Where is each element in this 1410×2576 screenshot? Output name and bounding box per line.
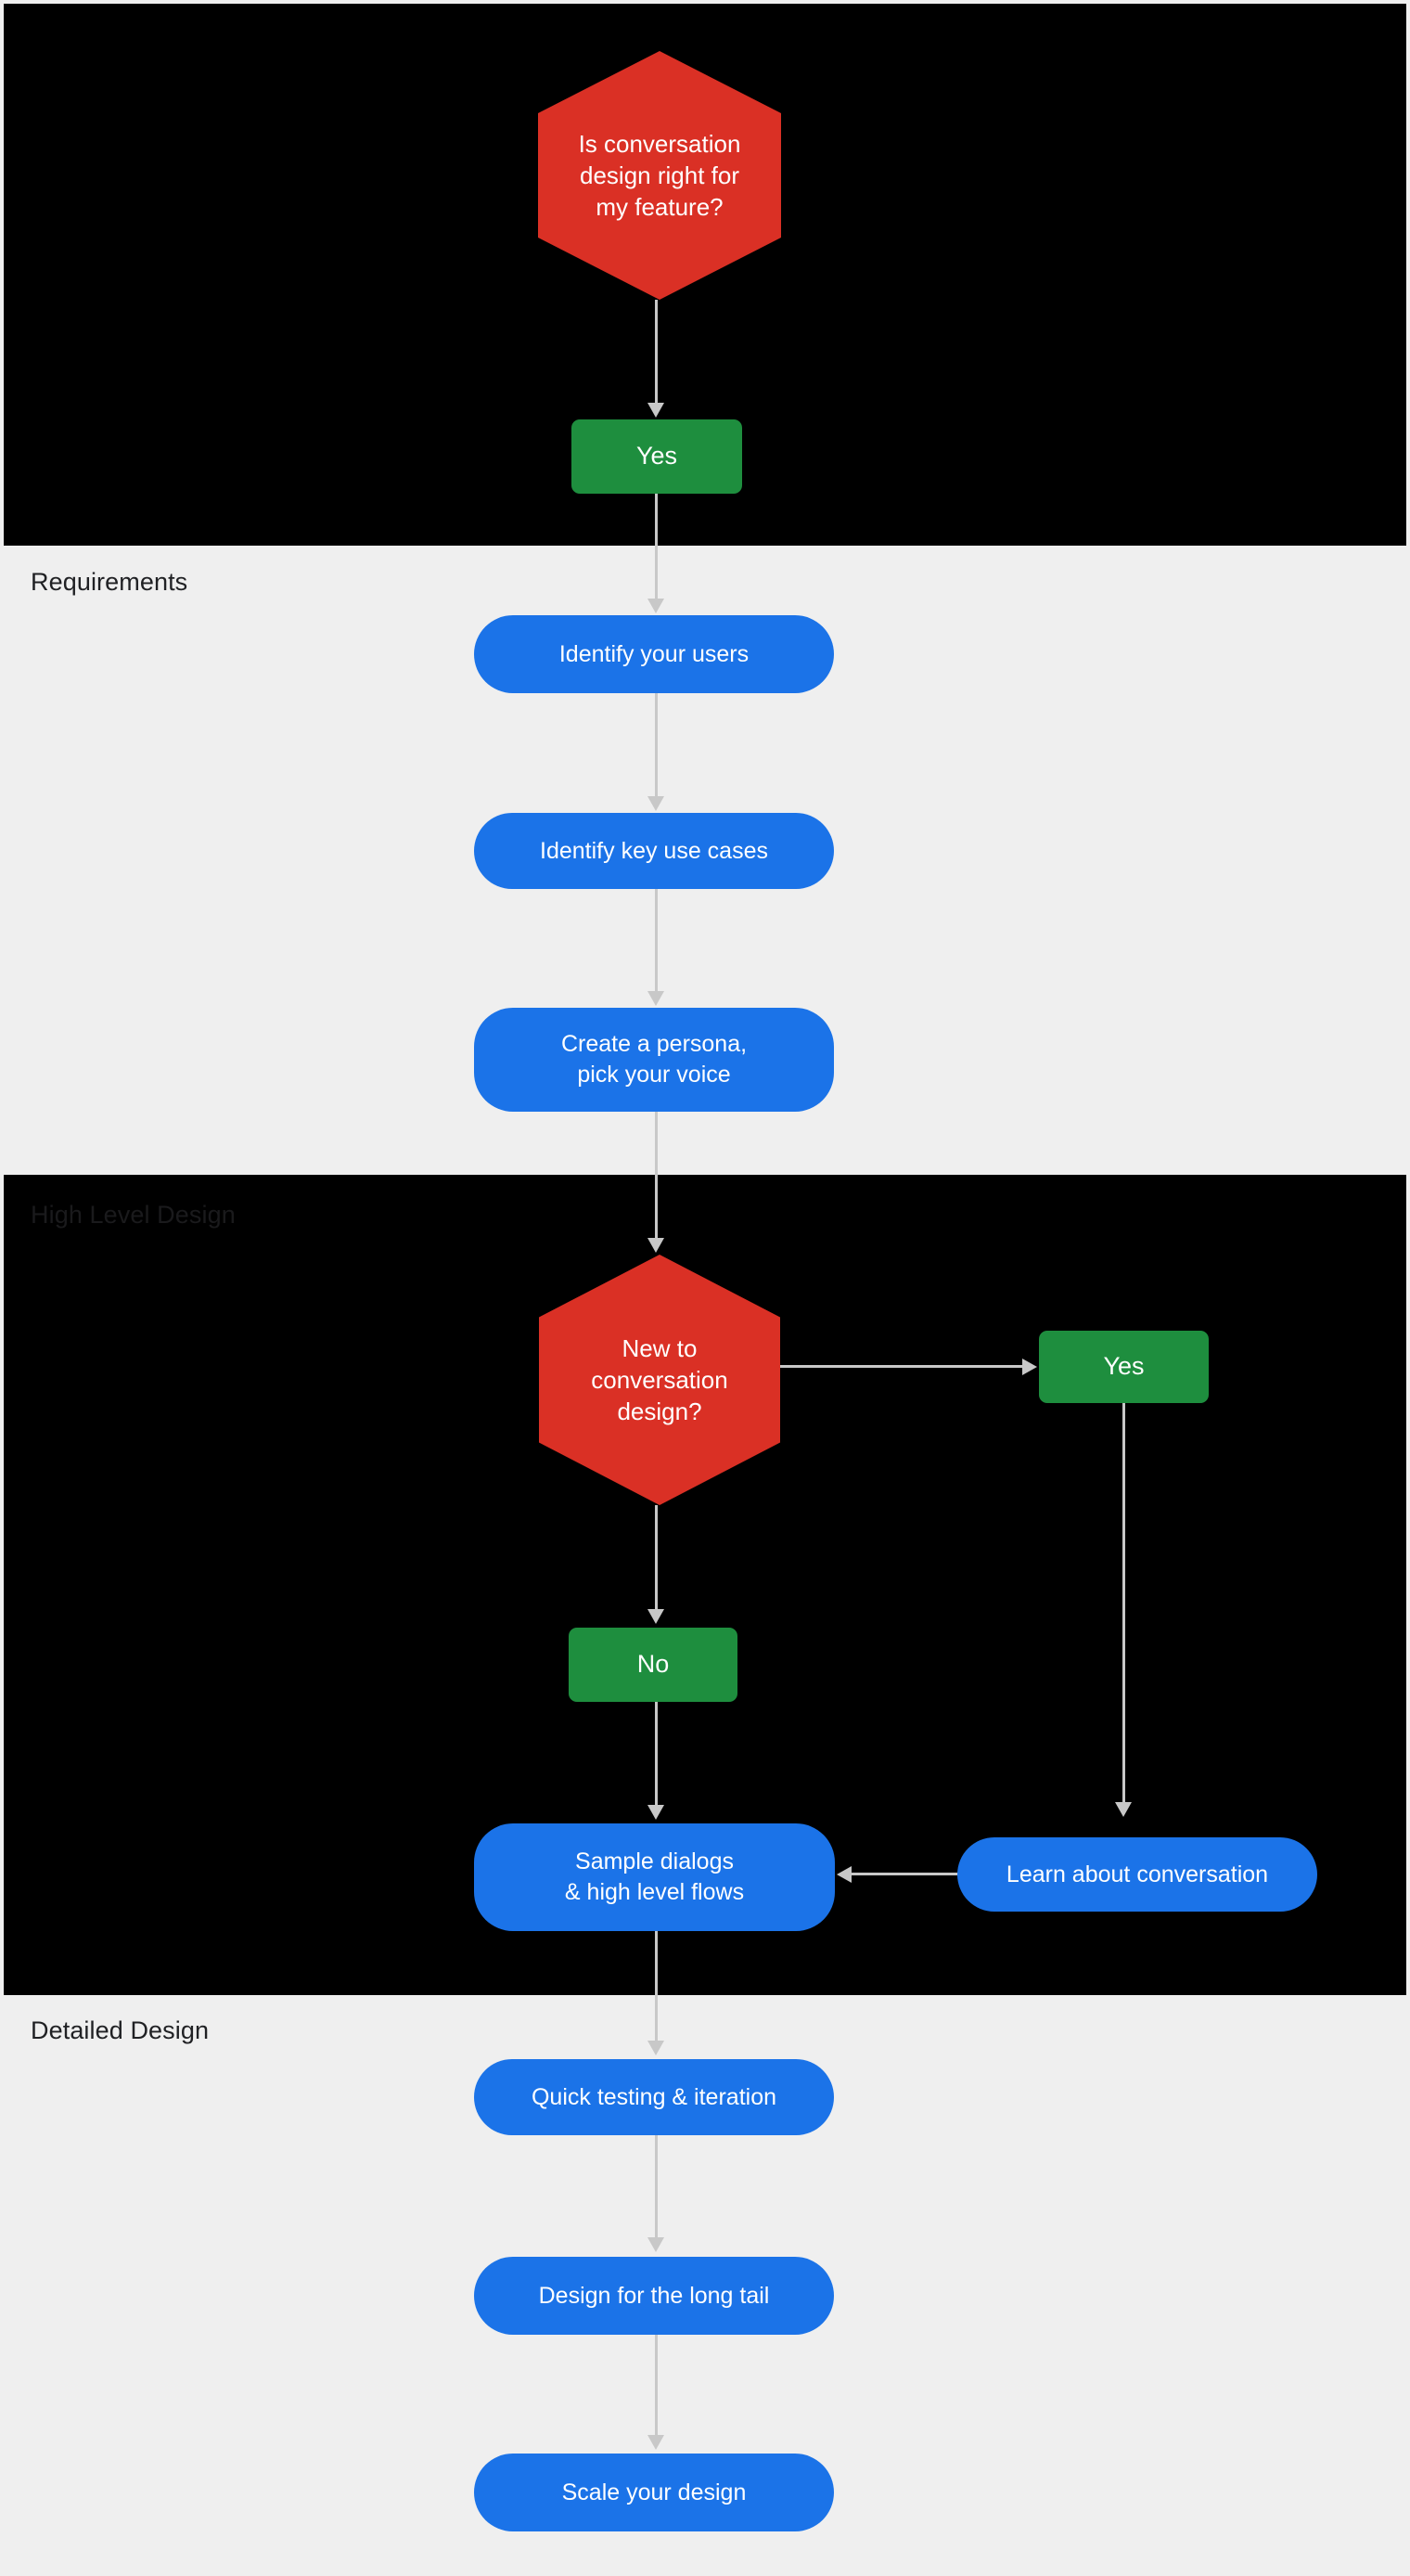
connector-hex2-to-yes2 — [780, 1365, 1023, 1368]
step-node-create-a-persona[interactable]: Create a persona, pick your voice — [474, 1008, 834, 1112]
arrowhead-down-icon — [647, 2237, 664, 2252]
step-node-design-for-the-long-tail[interactable]: Design for the long tail — [474, 2257, 834, 2335]
step-line-2: pick your voice — [577, 1062, 731, 1088]
decision-node-conversation-design-right[interactable]: Is conversation design right for my feat… — [538, 51, 781, 300]
connector-yes2-to-learn — [1122, 1403, 1125, 1804]
arrowhead-down-icon — [647, 2435, 664, 2450]
connector-quick-testing-to-long-tail — [655, 2135, 658, 2239]
arrowhead-down-icon — [647, 1805, 664, 1820]
step-node-quick-testing-and-iteration[interactable]: Quick testing & iteration — [474, 2059, 834, 2135]
step-line-1: Sample dialogs — [575, 1848, 734, 1874]
connector-hex1-to-yes1 — [655, 300, 658, 405]
connector-hex2-to-no — [655, 1505, 658, 1611]
answer-node-label: Yes — [1103, 1352, 1145, 1381]
step-node-label: Design for the long tail — [538, 2282, 770, 2309]
arrowhead-right-icon — [1022, 1359, 1037, 1375]
arrowhead-down-icon — [647, 599, 664, 613]
connector-learn-to-sample-dialogs — [852, 1873, 959, 1875]
step-node-label: Identify your users — [558, 640, 750, 667]
connector-long-tail-to-scale — [655, 2335, 658, 2437]
connector-sample-to-quick-testing — [655, 1931, 658, 2042]
arrowhead-down-icon — [1115, 1802, 1132, 1817]
connector-use-cases-to-persona — [655, 889, 658, 993]
step-node-label: Sample dialogs & high level flows — [565, 1847, 744, 1908]
decision-line-3: design? — [617, 1397, 702, 1426]
answer-node-yes-2[interactable]: Yes — [1039, 1331, 1209, 1403]
connector-yes1-to-identify-users — [655, 494, 658, 600]
step-line-1: Create a persona, — [560, 1031, 748, 1057]
step-node-identify-your-users[interactable]: Identify your users — [474, 615, 834, 693]
step-node-label: Create a persona, pick your voice — [561, 1029, 747, 1090]
answer-node-label: No — [636, 1650, 670, 1679]
section-label-detailed-design: Detailed Design — [31, 2016, 210, 2044]
step-node-identify-key-use-cases[interactable]: Identify key use cases — [474, 813, 834, 889]
arrowhead-down-icon — [647, 1609, 664, 1624]
step-node-label: Identify key use cases — [540, 837, 768, 864]
connector-no-to-sample-dialogs — [655, 1702, 658, 1807]
step-node-learn-about-conversation[interactable]: Learn about conversation — [957, 1837, 1317, 1912]
decision-line-2: design right for — [580, 161, 739, 189]
connector-users-to-use-cases — [655, 693, 658, 798]
step-node-scale-your-design[interactable]: Scale your design — [474, 2454, 834, 2531]
decision-line-1: Is conversation — [578, 129, 741, 158]
step-node-label: Quick testing & iteration — [531, 2083, 776, 2110]
answer-node-no[interactable]: No — [569, 1628, 737, 1702]
step-node-label: Learn about conversation — [1006, 1861, 1269, 1887]
decision-line-3: my feature? — [596, 193, 724, 222]
section-label-requirements: Requirements — [31, 568, 188, 596]
answer-node-yes-1[interactable]: Yes — [571, 419, 742, 494]
answer-node-label: Yes — [635, 442, 678, 470]
step-node-sample-dialogs[interactable]: Sample dialogs & high level flows — [474, 1823, 835, 1931]
arrowhead-down-icon — [647, 991, 664, 1006]
decision-node-label: Is conversation design right for my feat… — [579, 128, 741, 224]
arrowhead-down-icon — [647, 2041, 664, 2055]
arrowhead-down-icon — [647, 403, 664, 418]
step-line-2: & high level flows — [564, 1879, 745, 1905]
arrowhead-down-icon — [647, 1238, 664, 1253]
section-label-high-level-design: High Level Design — [31, 1201, 236, 1229]
decision-line-1: New to — [622, 1333, 698, 1362]
arrowhead-down-icon — [647, 796, 664, 811]
arrowhead-left-icon — [837, 1866, 852, 1883]
step-node-label: Scale your design — [561, 2479, 747, 2505]
decision-line-2: conversation — [591, 1365, 728, 1394]
connector-persona-to-hex2 — [655, 1112, 658, 1240]
decision-node-label: New to conversation design? — [591, 1333, 727, 1428]
